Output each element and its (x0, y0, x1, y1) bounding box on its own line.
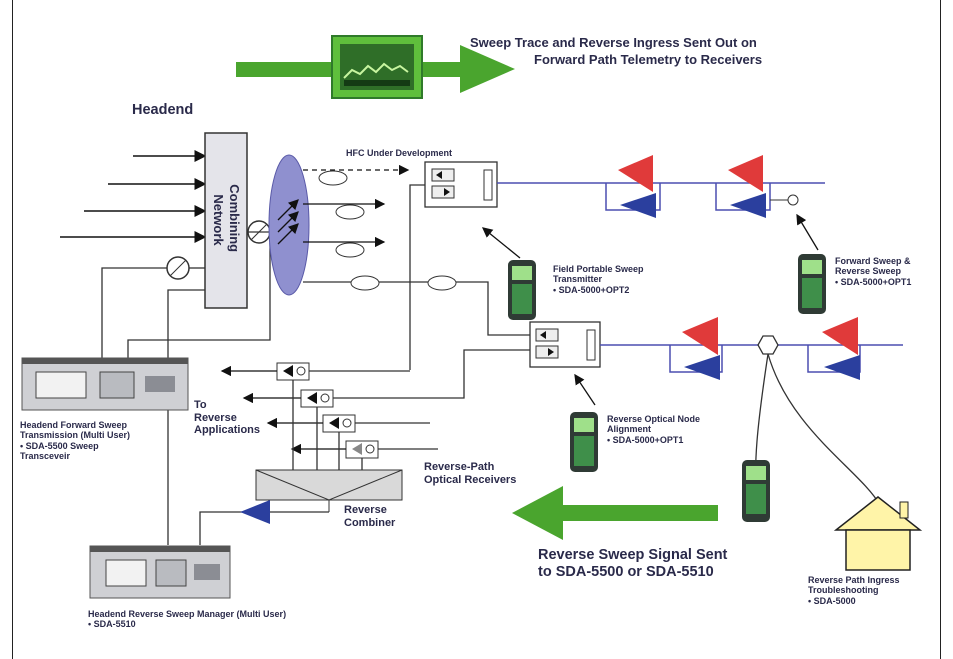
input-arrows (60, 150, 207, 243)
headend-reverse-manager-label: Headend Reverse Sweep Manager (Multi Use… (88, 609, 287, 630)
reverse-optical-node-label: Reverse Optical Node Alignment • SDA-500… (607, 414, 701, 445)
top-banner-line1: Sweep Trace and Reverse Ingress Sent Out… (470, 35, 757, 50)
forward-sweep-label: Forward Sweep & Reverse Sweep • SDA-5000… (835, 256, 912, 287)
optical-receivers (276, 362, 379, 459)
handheld-meter-icon (508, 260, 536, 320)
reverse-sweep-signal-label: Reverse Sweep Signal Sent to SDA-5500 or… (538, 547, 728, 580)
reverse-path-ingress-label: Reverse Path Ingress Troubleshooting • S… (808, 575, 900, 606)
handheld-meter-icon (570, 412, 598, 472)
pointer-arrows (481, 213, 819, 406)
upper-amplifiers (605, 155, 799, 218)
optical-splitter-ellipse (268, 154, 310, 296)
headend-forward-label: Headend Forward Sweep Transmission (Mult… (20, 420, 131, 462)
lower-optical-node (529, 321, 601, 368)
handheld-meter-icon (798, 254, 826, 314)
handheld-meter-icon (742, 460, 770, 522)
frame-right-border (940, 0, 941, 659)
to-reverse-label: To Reverse Applications (194, 399, 261, 437)
splitter-arrows (277, 199, 299, 245)
receiver-wiring (220, 349, 530, 470)
upper-optical-node (424, 161, 498, 208)
fiber-outputs (303, 164, 457, 291)
hfc-label: HFC Under Development (346, 148, 453, 158)
rack-unit-icon (21, 357, 189, 411)
combining-network-box (204, 132, 248, 309)
forward-telemetry-arrow (236, 35, 515, 99)
field-portable-label: Field Portable Sweep Transmitter • SDA-5… (553, 264, 644, 295)
house-icon (833, 496, 923, 571)
top-banner-line2: Forward Path Telemetry to Receivers (534, 52, 763, 67)
reverse-combiner (199, 469, 403, 545)
headend-label: Headend (132, 102, 194, 118)
headend-wiring (101, 184, 530, 545)
frame-left-border (12, 0, 13, 659)
reverse-sweep-arrow (512, 486, 718, 540)
combining-network-label: Combining Network (211, 184, 242, 256)
reverse-combiner-label: Reverse Combiner (344, 504, 396, 529)
lower-amplifiers (669, 317, 861, 380)
reverse-path-receivers-label: Reverse-Path Optical Receivers (424, 461, 517, 486)
rack-unit-icon (89, 545, 231, 599)
